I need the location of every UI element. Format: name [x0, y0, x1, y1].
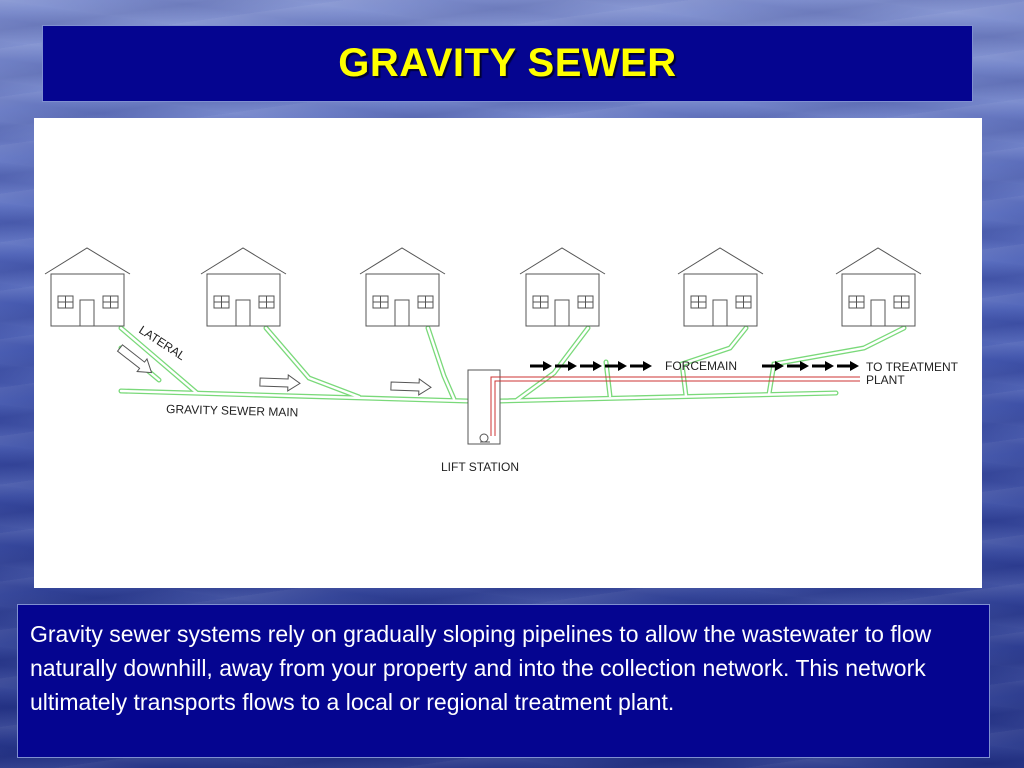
gravity-sewer-network — [118, 325, 907, 404]
title-bar: GRAVITY SEWER — [42, 25, 973, 102]
caption-text: Gravity sewer systems rely on gradually … — [30, 621, 932, 715]
house-icon-2 — [200, 247, 287, 327]
sewer-diagram-canvas: LATERAL GRAVITY SEWER MAIN LIFT STATION … — [44, 247, 959, 474]
house-icon-4 — [519, 247, 606, 327]
forcemain-arrow-icon — [835, 359, 861, 373]
flow-arrow-icon-main-2 — [390, 377, 432, 396]
forcemain-pipe-outer — [490, 376, 860, 436]
pump-icon — [479, 433, 490, 443]
lateral-label: LATERAL — [136, 323, 188, 363]
house-icon-3 — [359, 247, 446, 327]
forcemain-arrow-icon — [578, 359, 604, 373]
forcemain-arrow-icon — [810, 359, 836, 373]
house-icon-6 — [835, 247, 922, 327]
lift-station-label: LIFT STATION — [441, 460, 519, 474]
house-icon-1 — [44, 247, 131, 327]
forcemain-pipe-inner — [494, 380, 860, 436]
forcemain-label: FORCEMAIN — [665, 359, 737, 373]
slide-title: GRAVITY SEWER — [338, 41, 677, 85]
house-icon-5 — [677, 247, 764, 327]
caption-box: Gravity sewer systems rely on gradually … — [17, 604, 990, 758]
flow-arrow-icon-main-1 — [259, 373, 301, 392]
to-treatment-label: TO TREATMENT — [866, 360, 959, 374]
gravity-sewer-main-label: GRAVITY SEWER MAIN — [166, 402, 299, 419]
forcemain-arrow-icon — [528, 359, 554, 373]
sewer-diagram: LATERAL GRAVITY SEWER MAIN LIFT STATION … — [34, 118, 982, 588]
gravity-sewer-network-inner — [119, 326, 906, 403]
treatment-plant-label: PLANT — [866, 373, 905, 387]
forcemain-arrow-icon — [628, 359, 654, 373]
